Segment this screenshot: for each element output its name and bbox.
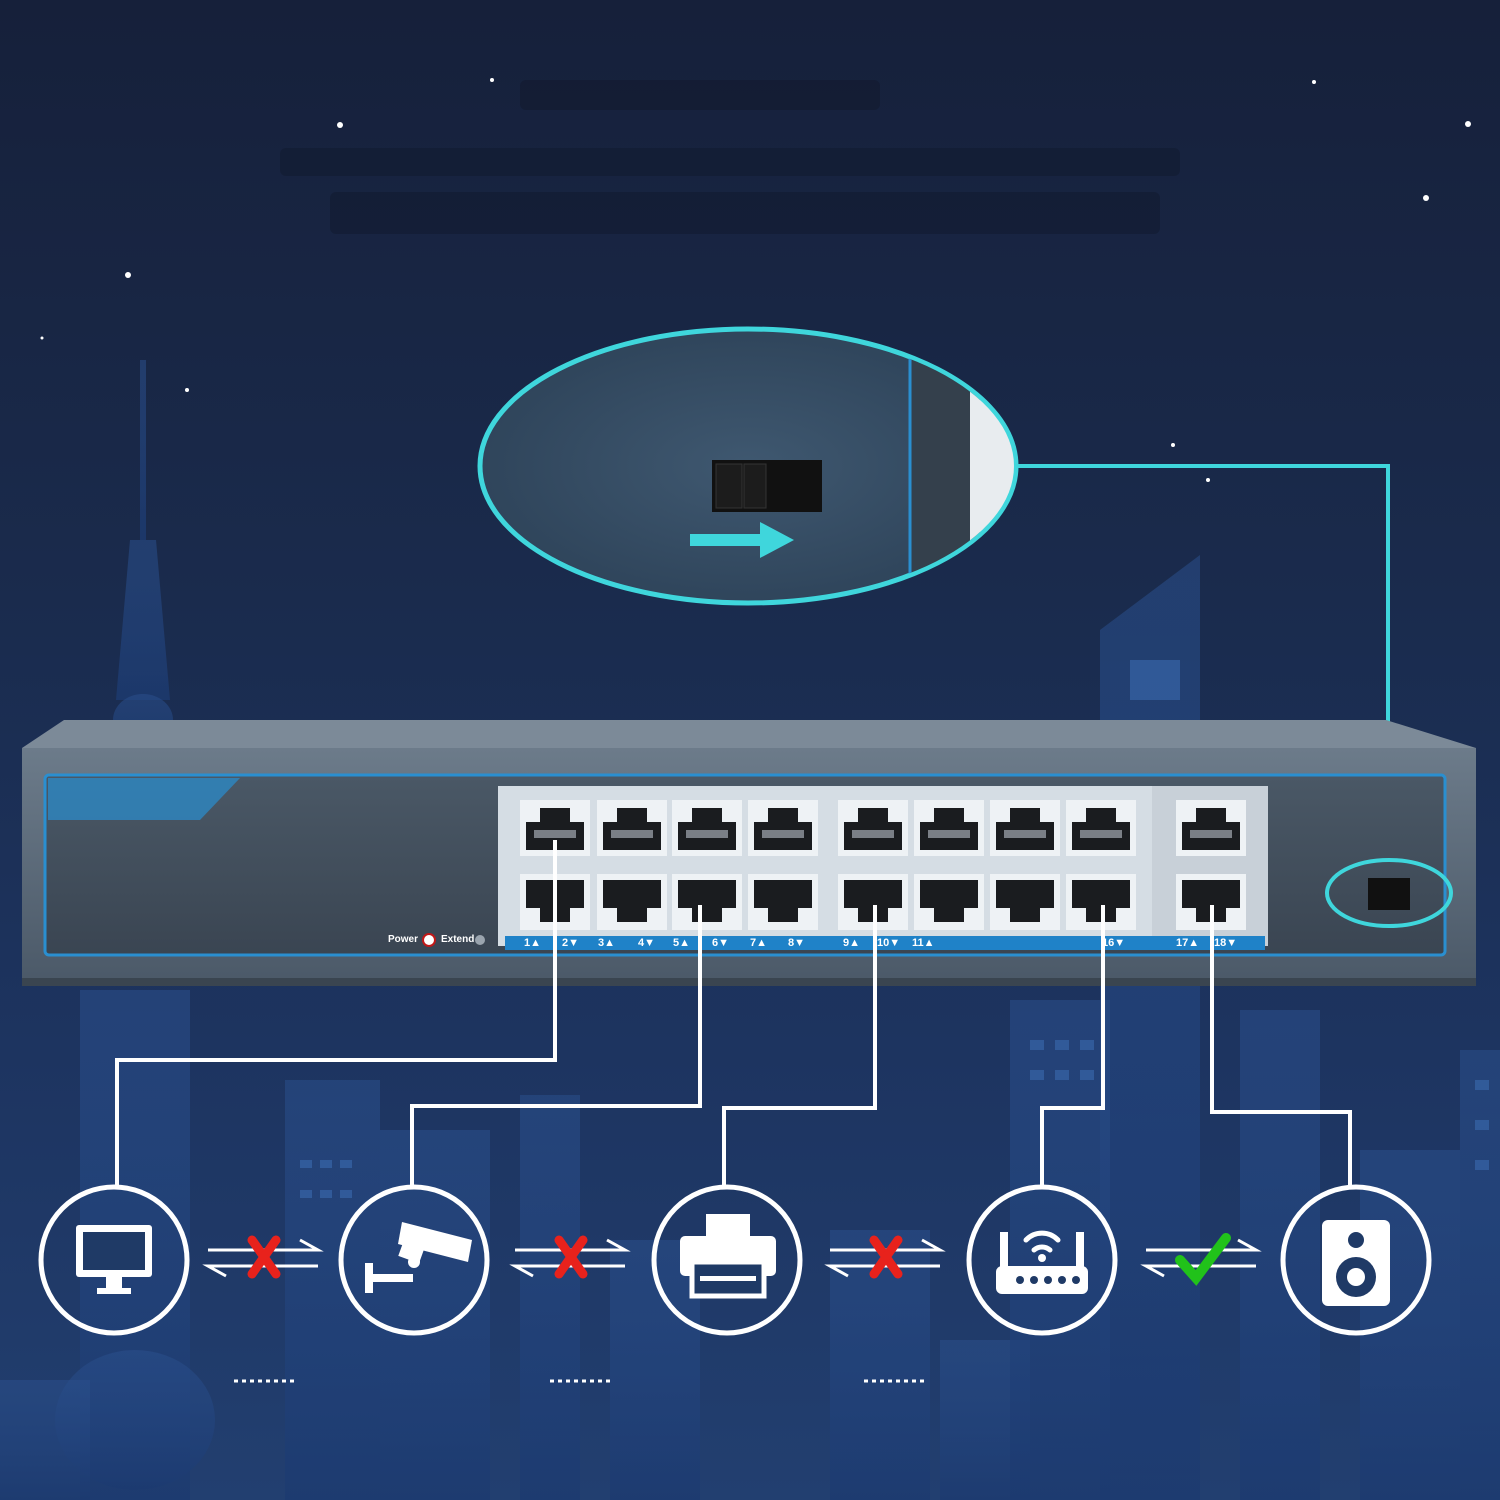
- rj45-port[interactable]: [597, 874, 667, 930]
- port-label-2: 2▼: [562, 937, 580, 949]
- speaker-icon: [1322, 1220, 1390, 1306]
- extend-label: Extend: [441, 934, 475, 945]
- cctv-camera-icon: [365, 1222, 472, 1293]
- dip-switch-highlight: [1325, 858, 1453, 928]
- rj45-port[interactable]: [748, 800, 818, 856]
- router-icon: [996, 1230, 1088, 1294]
- building-windows: [300, 660, 1489, 1198]
- dip-switch[interactable]: [1368, 878, 1410, 910]
- blurred-header: [280, 80, 1180, 234]
- link-arrows: [202, 1238, 1262, 1278]
- port-label-7: 7▲: [750, 937, 768, 949]
- rj45-port[interactable]: [990, 800, 1060, 856]
- rj45-port[interactable]: [672, 800, 742, 856]
- red-x-icon: [247, 1235, 903, 1279]
- rj45-port[interactable]: [914, 800, 984, 856]
- port-label-6: 6▼: [712, 937, 730, 949]
- port-label-9: 9▲: [843, 937, 861, 949]
- port-label-17: 17▲: [1176, 937, 1200, 949]
- rj45-port[interactable]: [672, 874, 742, 930]
- port-label-10: 10▼: [877, 937, 901, 949]
- extend-led-icon: [475, 935, 485, 945]
- port-label-strip: [505, 936, 1265, 950]
- port-label-11: 11▲: [912, 937, 935, 949]
- buildings: [0, 555, 1500, 1500]
- rj45-port[interactable]: [520, 800, 590, 856]
- rj45-port[interactable]: [838, 800, 908, 856]
- port-label-8: 8▼: [788, 937, 806, 949]
- ethernet-ports: [520, 800, 1246, 930]
- port-label-3: 3▲: [598, 937, 616, 949]
- port-label-4: 4▼: [638, 937, 656, 949]
- port-label-5: 5▲: [673, 937, 691, 949]
- port-label-1: 1▲: [524, 937, 542, 949]
- rj45-port[interactable]: [597, 800, 667, 856]
- rj45-port[interactable]: [1066, 800, 1136, 856]
- device-circles: [38, 1184, 1432, 1336]
- printer-icon: [680, 1214, 776, 1299]
- rj45-port[interactable]: [1176, 874, 1246, 930]
- power-label: Power: [388, 934, 419, 945]
- slide-right-arrow-icon: [690, 522, 794, 558]
- rj45-port[interactable]: [748, 874, 818, 930]
- port-label-16: 16▼: [1102, 937, 1126, 949]
- cables: [115, 840, 1352, 1188]
- arrow-pair-4: [1140, 1238, 1262, 1278]
- rj45-port[interactable]: [990, 874, 1060, 930]
- green-check-icon: [1175, 1233, 1231, 1286]
- arrow-pair-3: [824, 1238, 946, 1278]
- rj45-port[interactable]: [914, 874, 984, 930]
- power-led-icon: [422, 933, 436, 947]
- arrow-pair-2: [509, 1238, 631, 1278]
- monitor-icon: [76, 1225, 152, 1294]
- stars: [40, 78, 1471, 482]
- rj45-port[interactable]: [1176, 800, 1246, 856]
- port-label-18: 18▼: [1214, 937, 1238, 949]
- arrow-pair-1: [202, 1238, 324, 1278]
